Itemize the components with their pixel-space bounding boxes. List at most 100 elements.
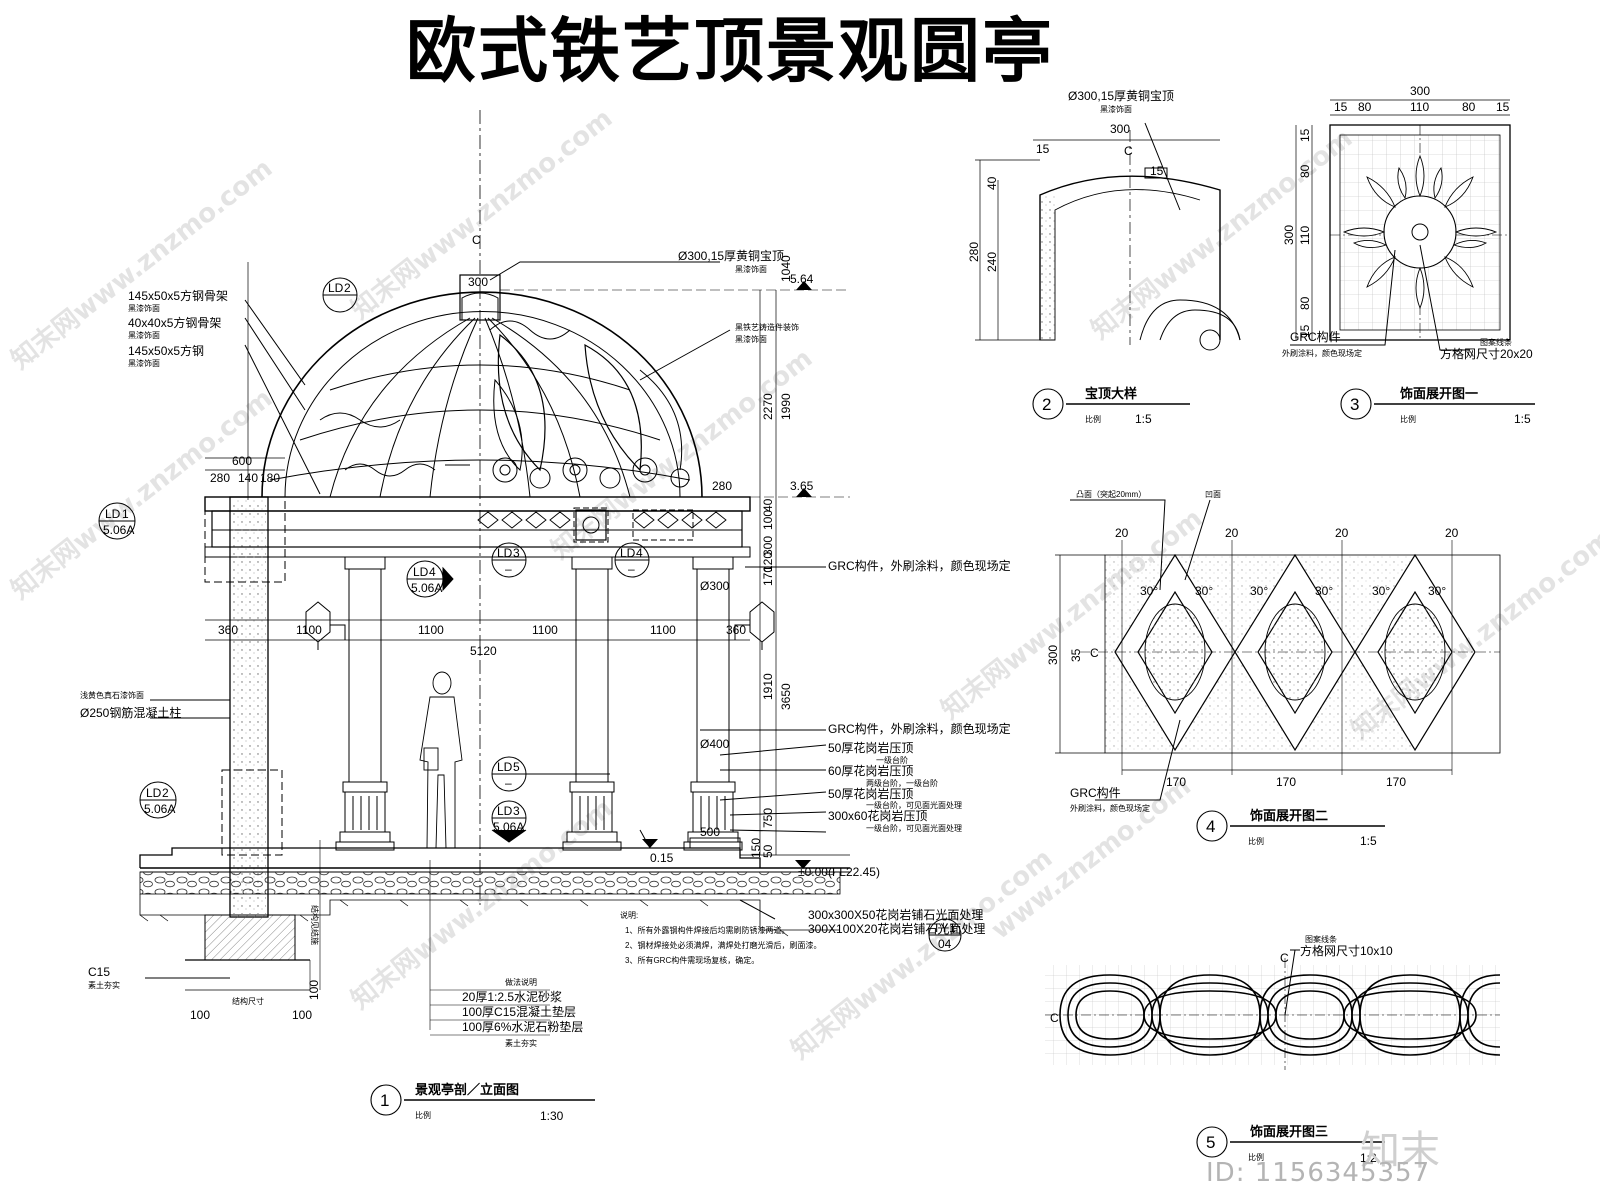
detail-finial-labels: Ø300,15厚黄铜宝顶 黑漆饰面 15 300 C 15 40 280 240 (967, 88, 1174, 272)
detail4-dim: 20 (1225, 526, 1239, 540)
detail4-dim: 20 (1445, 526, 1459, 540)
dim-vertical: 2270 (761, 393, 775, 420)
caption-2: 2 宝顶大样 比例 1:5 (1032, 386, 1190, 426)
svg-text:比例: 比例 (415, 1110, 431, 1120)
dim-vertical: 100 (761, 510, 775, 530)
dim-vertical: 750 (761, 808, 775, 828)
svg-text:04: 04 (938, 937, 952, 951)
svg-text:TY: TY (933, 921, 948, 935)
cap-width-dim: 300 (468, 275, 488, 289)
detail2-dim: 15 (1036, 142, 1050, 156)
level-step: 0.15 (650, 851, 674, 865)
centerline-mark: C (472, 233, 481, 247)
svg-text:1: 1 (949, 921, 956, 935)
svg-text:LD: LD (497, 546, 513, 560)
svg-text:LD: LD (146, 786, 162, 800)
level-ground: ±0.00(FL22.45) (798, 865, 880, 879)
label-column-finish: 浅黄色真石漆饰面 (80, 690, 144, 700)
callout: LD 3 5.06A (491, 800, 527, 843)
label-tile-1: 300x300X50花岗岩铺石光面处理 (808, 907, 983, 922)
detail3-dim: 110 (1410, 100, 1429, 114)
detail3-dim: 15 (1496, 100, 1510, 114)
svg-text:3: 3 (513, 804, 520, 818)
dim-vertical: 1990 (779, 393, 793, 420)
detail4-angle: 30° (1250, 584, 1268, 598)
dim-base-dia: Ø400 (700, 737, 730, 751)
detail4-dim: 300 (1046, 645, 1060, 665)
label-layer-3: 100厚6%水泥石粉垫层 (462, 1019, 583, 1034)
svg-text:1: 1 (122, 507, 129, 521)
detail2-label-sub: 黑漆饰面 (1100, 104, 1132, 114)
label-base-1-sub: 一级台阶 (876, 755, 908, 765)
detail5-cl: C (1280, 951, 1289, 965)
detail-panel-one-labels: 300 15 80 110 80 15 15 80 110 300 80 15 … (1282, 84, 1533, 361)
callout: LD 4 – (614, 542, 650, 578)
detail3-note-sub: 方格网尺寸20x20 (1440, 346, 1533, 361)
label-beam-3-sub: 黑漆饰面 (128, 358, 160, 368)
label-tile-2: 300X100X20花岗岩铺石光面处理 (808, 921, 985, 936)
dim-footing: 100 (190, 1008, 210, 1022)
detail4-angle: 30° (1372, 584, 1390, 598)
detail3-note: 图案线条 (1480, 337, 1512, 347)
dim-vertical: 1040 (779, 255, 793, 282)
svg-text:1: 1 (380, 1091, 389, 1110)
svg-text:4: 4 (636, 546, 643, 560)
caption-title: 宝顶大样 (1085, 386, 1137, 401)
label-base-4: 300x60花岗岩压顶 (828, 808, 927, 823)
image-id-label: ID: 1156345357 (1206, 1158, 1431, 1188)
svg-text:5.06A: 5.06A (411, 581, 442, 595)
detail2-dim: 280 (967, 242, 981, 262)
callout: LD 1 5.06A (98, 502, 136, 540)
detail4-dim: 20 (1115, 526, 1129, 540)
detail4-dim: 20 (1335, 526, 1349, 540)
svg-text:LD: LD (413, 565, 429, 579)
label-column-dia: Ø250钢筋混凝土柱 (80, 705, 181, 720)
dim-span: 1100 (650, 623, 676, 637)
label-base-3: 50厚花岗岩压顶 (828, 786, 913, 801)
svg-text:5.06A: 5.06A (144, 802, 175, 816)
svg-text:LD: LD (497, 804, 513, 818)
label-layer-4: 素土夯实 (505, 1038, 537, 1048)
svg-text:5.06A: 5.06A (493, 820, 524, 834)
detail4-dim: 170 (1276, 775, 1296, 789)
dim-vertical: 40 (761, 498, 775, 512)
detail4-dim: 35 (1069, 648, 1083, 662)
svg-text:–: – (628, 562, 635, 576)
callout: LD 2 (322, 277, 358, 313)
label-iron-sub: 黑漆饰面 (735, 334, 767, 344)
detail3-dim: 80 (1298, 164, 1312, 178)
level-eave: 3.65 (790, 479, 814, 493)
detail5-note-sub: 方格网尺寸10x10 (1300, 943, 1393, 958)
label-cap-sub: 黑漆饰面 (735, 264, 767, 274)
dim-top: 140 (238, 471, 258, 485)
detail4-angle: 30° (1195, 584, 1213, 598)
svg-text:2: 2 (344, 281, 351, 295)
dim-top: 180 (260, 471, 280, 485)
label-cap: Ø300,15厚黄铜宝顶 (678, 248, 784, 263)
detail-panel-two (1055, 499, 1501, 801)
dim-span: 1100 (532, 623, 558, 637)
callout-group: LD 2 LD 1 5.06A LD 3 – LD 4 – LD 4 5.06A (98, 277, 962, 952)
column (562, 556, 622, 851)
label-base-3-sub: 一级台阶，可见面光面处理 (866, 800, 962, 810)
detail3-dim: 80 (1462, 100, 1476, 114)
notes-head: 说明: (620, 910, 638, 920)
detail3-dim: 110 (1298, 226, 1312, 245)
watermark-text: 知末网www.znzmo.com (346, 793, 618, 1015)
dim-vertical: 150 (749, 838, 763, 858)
dim-vertical: 300 (761, 536, 775, 556)
caption-3: 3 饰面展开图一 比例 1:5 (1340, 386, 1535, 426)
caption-scale: 1:5 (1135, 412, 1152, 426)
page-title: 欧式铁艺顶景观圆亭 (406, 10, 1054, 92)
dim-vertical: 3650 (779, 683, 793, 710)
detail4-label: 凹面 (1205, 490, 1221, 499)
detail4-dim: 170 (1386, 775, 1406, 789)
label-base-1: 50厚花岗岩压顶 (828, 740, 913, 755)
detail4-angle: 30° (1140, 584, 1158, 598)
caption-5: 5 饰面展开图三 比例 1:2 (1196, 1124, 1385, 1165)
callout: LD 2 5.06A (139, 781, 177, 819)
caption-title: 饰面展开图二 (1250, 808, 1328, 823)
svg-text:–: – (505, 562, 512, 576)
detail4-angle: 30° (1315, 584, 1333, 598)
detail3-dim: 300 (1282, 225, 1296, 245)
